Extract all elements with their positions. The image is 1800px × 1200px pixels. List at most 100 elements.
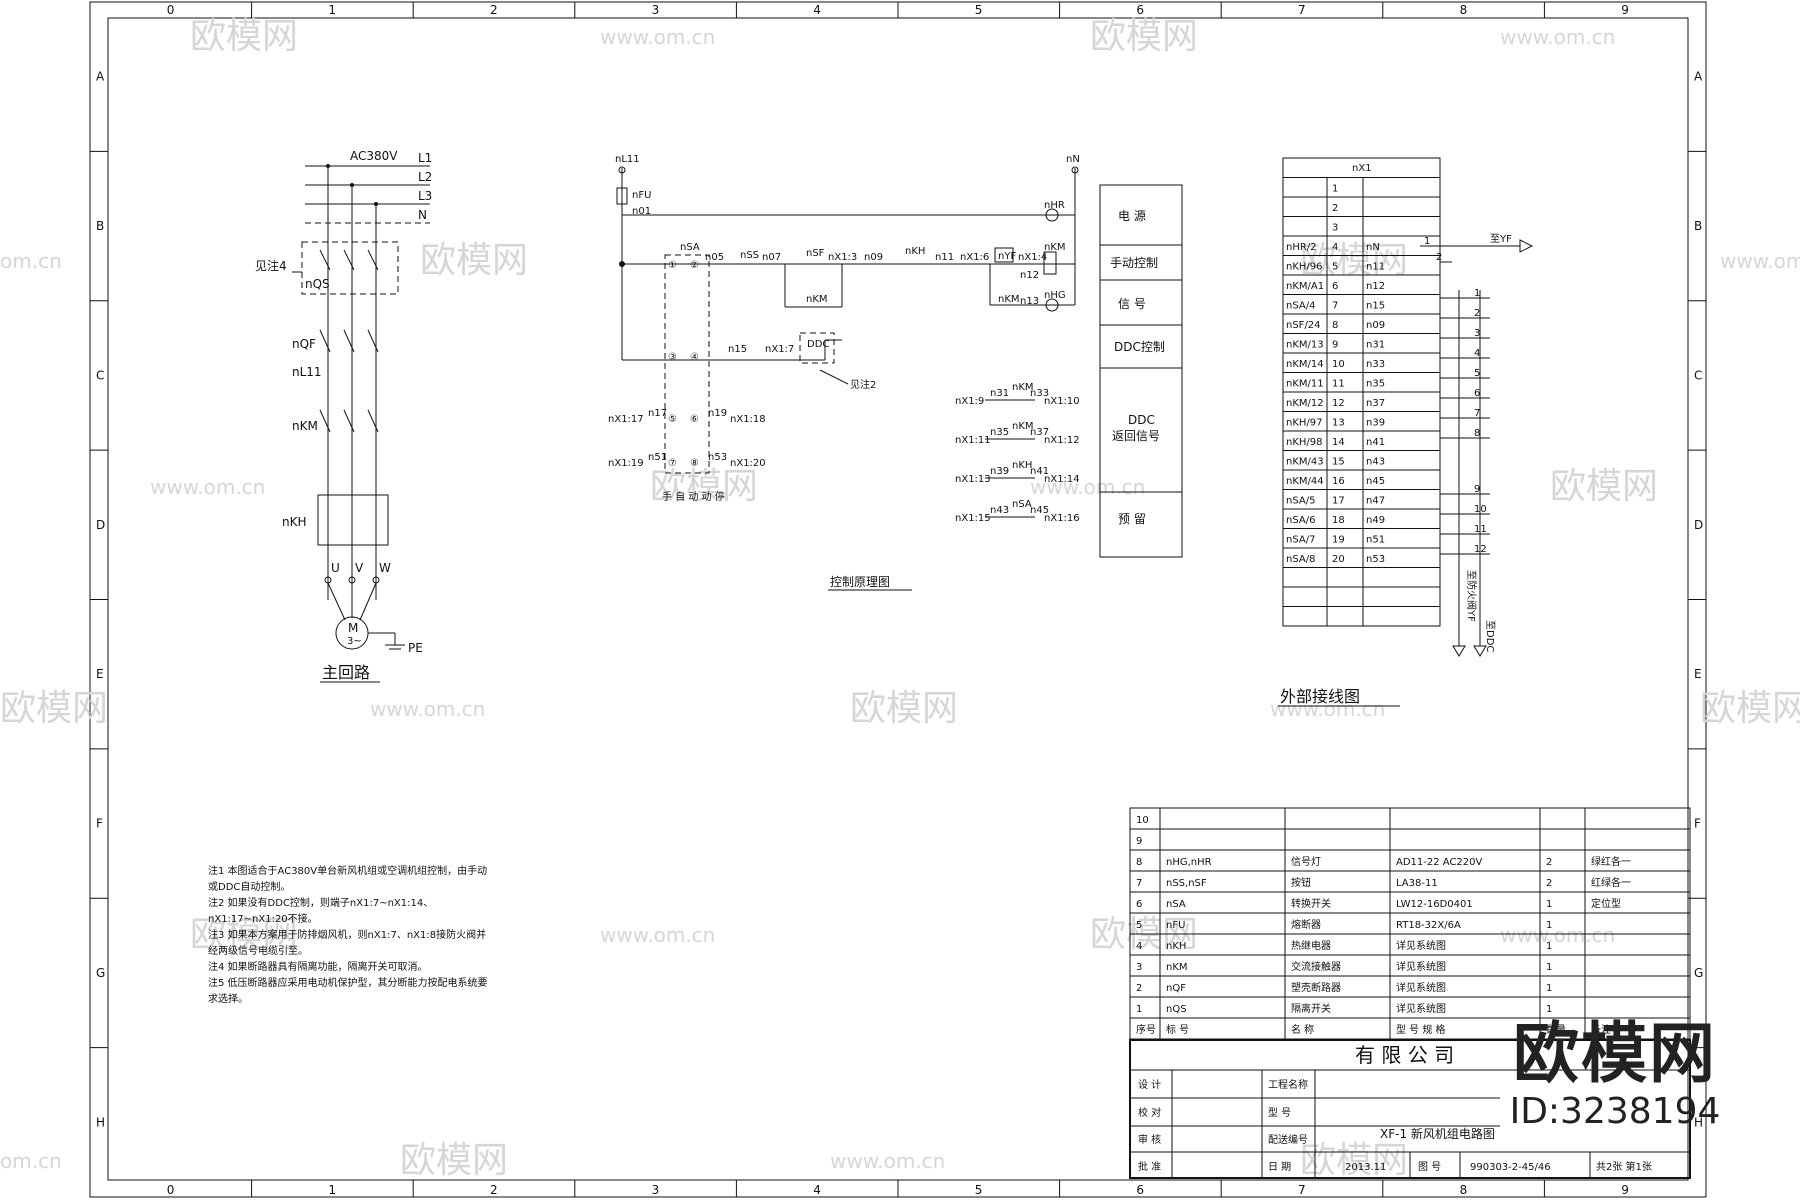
frame-col-label: 9 xyxy=(1621,3,1629,17)
parts-qty: 2 xyxy=(1546,857,1552,868)
ext-row-source: nKM/11 xyxy=(1286,379,1324,390)
ext-row-terminal: 2 xyxy=(1332,203,1338,214)
nkh-contact-label: nKH xyxy=(905,246,925,257)
motor-phase-label: 3~ xyxy=(347,636,362,647)
parts-name: 隔离开关 xyxy=(1291,1002,1331,1015)
parts-remark: 红绿各一 xyxy=(1591,876,1631,889)
frame-row-label: G xyxy=(1694,966,1703,980)
ddc-row-wire-b: n41 xyxy=(1030,466,1049,477)
nsa-label: nSA xyxy=(680,242,700,253)
brand-logo: 欧模网 xyxy=(1513,1015,1717,1092)
design-notes: 注1 本图适合于AC380V单台新风机组或空调机组控制，由手动或DDC自动控制。… xyxy=(208,864,488,1008)
company-name: 有 限 公 司 xyxy=(1355,1043,1454,1067)
ext-wire-number: 6 xyxy=(1474,388,1480,399)
frame-col-label: 5 xyxy=(975,1183,983,1197)
lamp-nhg-icon xyxy=(1045,298,1059,312)
ext-wire-number: 1 xyxy=(1474,288,1480,299)
coil-nkm-icon xyxy=(1043,251,1057,275)
arrow-down-icon xyxy=(1473,645,1487,657)
ddc-row-wire-a: n31 xyxy=(990,388,1009,399)
parts-code: nQF xyxy=(1166,983,1186,994)
nyf-label: nYF xyxy=(998,251,1016,262)
ext-row-terminal: 15 xyxy=(1332,457,1345,468)
tb-drawing-title: XF-1 新风机组电路图 xyxy=(1380,1126,1495,1141)
ext-row-source: nKM/44 xyxy=(1286,476,1324,487)
ddc-row-wire-b: n45 xyxy=(1030,505,1049,516)
frame-row-label: B xyxy=(1694,219,1702,233)
parts-name: 转换开关 xyxy=(1291,897,1331,910)
nl11-label: nL11 xyxy=(292,365,322,379)
parts-spec: 详见系统图 xyxy=(1396,981,1446,994)
frame-row-label: D xyxy=(96,518,105,532)
frame-col-label: 2 xyxy=(490,1183,498,1197)
sw-contact-3: ③ xyxy=(668,352,677,363)
watermark-logo: 欧模网 xyxy=(420,240,528,281)
frame-row-label: C xyxy=(96,368,104,382)
n12-label: n12 xyxy=(1020,270,1039,281)
watermark-url: om.cn xyxy=(0,249,62,273)
ext-row-terminal: 9 xyxy=(1332,340,1338,351)
watermark-url: www.om.cn xyxy=(1030,475,1145,499)
nkm-label: nKM xyxy=(292,419,318,433)
ddc-row-wire-a: n43 xyxy=(990,505,1009,516)
note-5: 注5 低压断路器应采用电动机保护型，其分断能力按配电系统要求选择。 xyxy=(208,978,488,1005)
ext-wire-number: 4 xyxy=(1474,348,1480,359)
ext-row-terminal: 17 xyxy=(1332,496,1345,507)
legend-manual: 手动控制 xyxy=(1110,256,1158,270)
ext-row-wire: n41 xyxy=(1366,437,1385,448)
ext-row-wire: n31 xyxy=(1366,340,1385,351)
parts-spec: LA38-11 xyxy=(1396,878,1438,889)
tb-sub-label: 配送编号 xyxy=(1268,1133,1308,1146)
frame-col-label: 1 xyxy=(328,1183,336,1197)
ddc-row-contact: nSA xyxy=(1012,499,1032,510)
n17-label: n17 xyxy=(648,408,667,419)
ext-row-wire: nN xyxy=(1366,242,1380,253)
ext-row-wire: n47 xyxy=(1366,496,1385,507)
ext-row-terminal: 1 xyxy=(1332,184,1338,195)
frame-row-label: A xyxy=(96,70,105,84)
sw-contact-1: ① xyxy=(668,260,677,271)
ext-row-wire: n45 xyxy=(1366,476,1385,487)
pe-label: PE xyxy=(408,641,423,655)
ext-row-source: nKM/43 xyxy=(1286,457,1324,468)
watermark-logo: 欧模网 xyxy=(400,1140,508,1181)
arrow-down-icon xyxy=(1452,645,1466,657)
ext-row-terminal: 20 xyxy=(1332,554,1345,565)
parts-no: 4 xyxy=(1136,941,1142,952)
supply-label: AC380V xyxy=(350,149,398,163)
frame-row-label: F xyxy=(1694,817,1701,831)
n11-label: n11 xyxy=(935,252,954,263)
watermark-url: www.om.cn xyxy=(1500,25,1615,49)
legend-column: 电 源 手动控制 信 号 DDC控制 DDC 返回信号 预 留 xyxy=(1099,184,1183,558)
ext-row-terminal: 11 xyxy=(1332,379,1345,390)
n15-label: n15 xyxy=(728,344,747,355)
nx1-18-label: nX1:18 xyxy=(730,414,766,425)
ddc-row-left: nX1:15 xyxy=(955,513,991,524)
frame-col-label: 8 xyxy=(1460,1183,1468,1197)
watermark-logo: 欧模网 xyxy=(1300,1140,1408,1181)
legend-signal: 信 号 xyxy=(1118,297,1146,311)
watermark-url: www.om.cn xyxy=(830,1149,945,1173)
parts-no: 8 xyxy=(1136,857,1142,868)
note2-ref: 见注2 xyxy=(850,378,876,391)
nkm-coil-label: nKM xyxy=(1044,242,1066,253)
ext-row-wire: n11 xyxy=(1366,262,1385,273)
parts-remark: 定位型 xyxy=(1591,897,1621,910)
ext-row-source: nKH/97 xyxy=(1286,418,1323,429)
legend-ddc-return-2: 返回信号 xyxy=(1112,429,1160,443)
parts-header-cell: 序号 xyxy=(1136,1023,1156,1036)
frame-col-label: 5 xyxy=(975,3,983,17)
ext-row-terminal: 3 xyxy=(1332,223,1338,234)
parts-qty: 1 xyxy=(1546,983,1552,994)
watermark-url: om.cn xyxy=(0,1149,62,1173)
n13-label: n13 xyxy=(1020,296,1039,307)
sw-contact-6: ⑥ xyxy=(690,414,699,425)
frame-col-label: 2 xyxy=(490,3,498,17)
isolator-box xyxy=(301,241,399,295)
ext-row-terminal: 16 xyxy=(1332,476,1345,487)
parts-spec: 详见系统图 xyxy=(1396,939,1446,952)
tb-check: 校 对 xyxy=(1138,1106,1161,1119)
ext-row-terminal: 12 xyxy=(1332,398,1345,409)
frame-col-label: 7 xyxy=(1298,3,1306,17)
nl11-node: nL11 xyxy=(615,154,640,165)
